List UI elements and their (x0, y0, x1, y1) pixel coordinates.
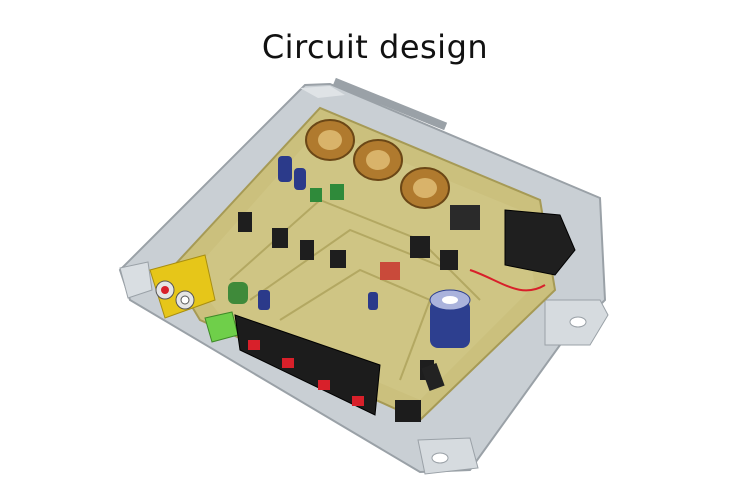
main-capacitor-icon (429, 289, 471, 348)
audio-jack-block (450, 205, 576, 276)
image-caption: Circuit design (261, 28, 489, 66)
speaker-terminal-icon (234, 314, 381, 416)
potentiometer-icon (305, 77, 450, 209)
red-wire (469, 269, 546, 292)
power-jack-icon (395, 362, 445, 422)
rca-jack-icon (149, 254, 216, 319)
capacitor-icon (228, 156, 378, 310)
